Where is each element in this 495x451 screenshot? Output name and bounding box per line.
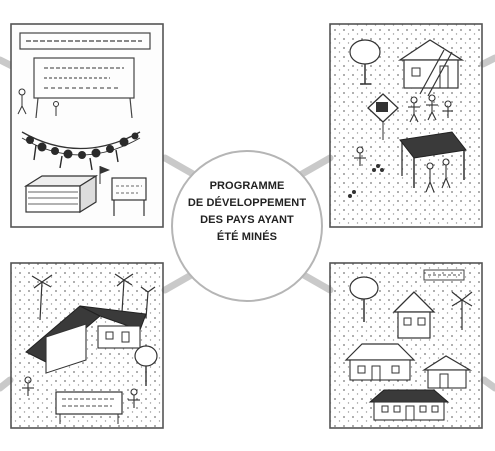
house-icon	[397, 39, 465, 97]
kite-icon	[367, 93, 399, 140]
house-icon	[392, 291, 436, 339]
sign-board-icon	[55, 391, 123, 415]
tree-icon	[134, 345, 158, 386]
center-title-line-4: ÉTÉ MINÉS	[216, 231, 278, 243]
connector-edge-left-bottom	[0, 376, 14, 392]
connector-edge-right-top	[479, 54, 495, 68]
shelter-icon	[399, 131, 467, 188]
school-building-icon	[368, 389, 450, 421]
small-sign-icon	[423, 269, 465, 281]
tree-icon	[349, 39, 381, 85]
crate-icon	[23, 174, 99, 214]
panel-bottom-left	[10, 262, 164, 429]
house-icon	[421, 355, 473, 389]
panel-bottom-right	[329, 262, 483, 429]
sign-board-icon	[19, 32, 151, 50]
palm-tree-icon	[451, 291, 473, 330]
long-house-icon	[344, 343, 416, 381]
panel-top-left	[10, 23, 164, 228]
school-building-icon	[25, 305, 147, 374]
connector-edge-left-top	[0, 56, 16, 70]
billboard-icon	[33, 57, 135, 99]
small-sign-icon	[111, 177, 147, 201]
center-title-line-3: DES PAYS AYANT	[200, 214, 294, 226]
children-icon	[408, 94, 453, 123]
panel-top-right	[329, 23, 483, 228]
center-title-line-1: PROGRAMME	[209, 180, 285, 192]
tree-icon	[349, 276, 379, 322]
center-circle	[171, 150, 323, 302]
center-title-line-2: DE DÉVELOPPEMENT	[187, 197, 307, 209]
center-title: PROGRAMME DE DÉVELOPPEMENT DES PAYS AYAN…	[158, 178, 336, 246]
connector-edge-right-bottom	[480, 376, 495, 392]
